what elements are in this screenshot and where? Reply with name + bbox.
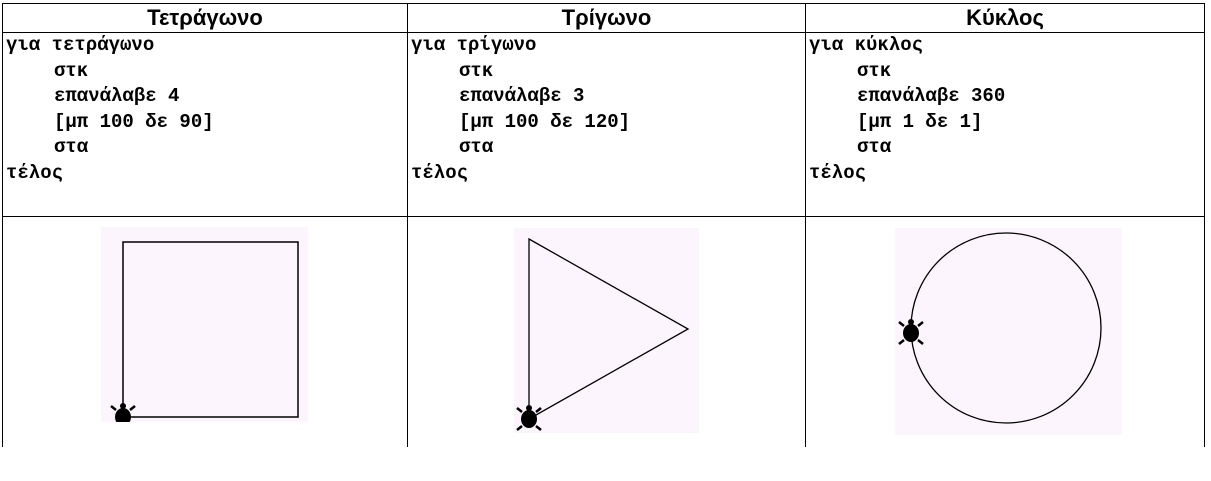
square-canvas (101, 227, 308, 422)
drawing-circle-cell (805, 216, 1205, 447)
circle-shape (910, 232, 1102, 424)
header-square: Τετράγωνο (2, 3, 408, 33)
code-line: επανάλαβε 4 (54, 85, 180, 107)
code-line: [μπ 100 δε 90] (54, 110, 214, 133)
header-circle: Κύκλος (805, 3, 1205, 33)
code-line: τέλος (411, 161, 469, 184)
code-row: για τετράγωνο στκ επανάλαβε 4 [μπ 100 δε… (2, 32, 1205, 217)
code-line: στκ (857, 59, 892, 82)
turtle-icon (516, 405, 542, 431)
triangle-shape (528, 237, 690, 421)
drawing-row (2, 216, 1205, 447)
code-line: για κύκλος (809, 34, 924, 56)
procedures-table: Τετράγωνο Τρίγωνο Κύκλος για τετράγωνο σ… (2, 3, 1205, 447)
drawing-square-cell (2, 216, 408, 447)
square-shape (122, 241, 299, 418)
code-line: τέλος (809, 161, 867, 184)
code-line: [μπ 100 δε 120] (459, 110, 631, 133)
code-line: στκ (54, 59, 89, 82)
turtle-icon (898, 319, 924, 345)
code-square: για τετράγωνο στκ επανάλαβε 4 [μπ 100 δε… (2, 32, 408, 217)
header-triangle: Τρίγωνο (407, 3, 806, 33)
header-row: Τετράγωνο Τρίγωνο Κύκλος (2, 3, 1205, 33)
code-line: στα (459, 136, 494, 158)
drawing-triangle-cell (407, 216, 806, 447)
code-line: στκ (459, 59, 494, 82)
code-line: για τρίγωνο (411, 34, 537, 56)
turtle-icon (110, 403, 136, 422)
code-triangle: για τρίγωνο στκ επανάλαβε 3 [μπ 100 δε 1… (407, 32, 806, 217)
triangle-canvas (514, 228, 699, 433)
code-line: επανάλαβε 360 (857, 85, 1006, 107)
code-line: για τετράγωνο (6, 34, 155, 56)
code-line: στα (857, 136, 892, 158)
circle-canvas (895, 228, 1122, 435)
code-circle: για κύκλος στκ επανάλαβε 360 [μπ 1 δε 1]… (805, 32, 1205, 217)
circle-drawing (898, 232, 1102, 424)
code-line: επανάλαβε 3 (459, 85, 585, 107)
code-line: στα (54, 136, 89, 158)
code-line: [μπ 1 δε 1] (857, 110, 983, 133)
square-drawing (110, 241, 299, 422)
triangle-drawing (516, 237, 690, 431)
code-line: τέλος (6, 161, 64, 184)
